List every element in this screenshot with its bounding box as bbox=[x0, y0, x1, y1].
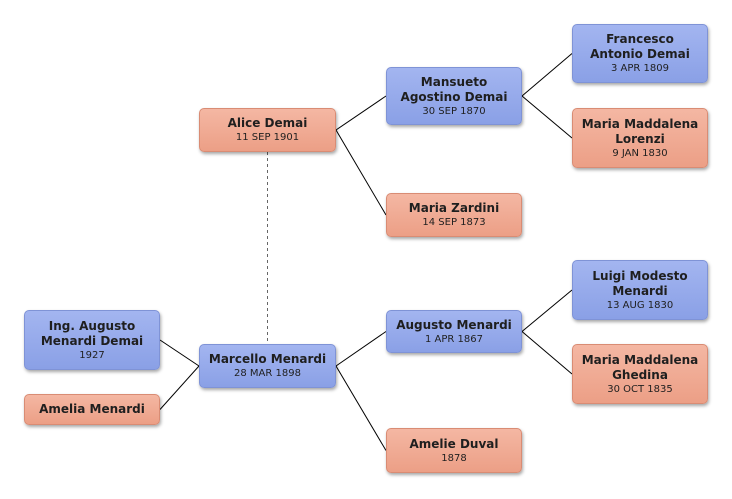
person-name: Alice Demai bbox=[227, 116, 308, 130]
person-name: Marcello Menardi bbox=[208, 352, 327, 366]
person-date: 1927 bbox=[79, 349, 105, 361]
person-box-marcello-menardi[interactable]: Marcello Menardi 28 MAR 1898 bbox=[199, 344, 336, 388]
person-name: Maria Maddalena Lorenzi bbox=[581, 116, 699, 146]
parent-link-marcello-augusto bbox=[335, 331, 387, 367]
parent-link-amelia-marcello bbox=[159, 365, 200, 410]
person-name: Mansueto Agostino Demai bbox=[400, 74, 508, 104]
person-box-luigi-modesto-menardi[interactable]: Luigi Modesto Menardi 13 AUG 1830 bbox=[572, 260, 708, 320]
person-date: 14 SEP 1873 bbox=[422, 217, 486, 228]
person-name: Amelie Duval bbox=[409, 436, 499, 451]
person-box-maria-zardini[interactable]: Maria Zardini 14 SEP 1873 bbox=[386, 193, 522, 237]
person-box-francesco-antonio-demai[interactable]: Francesco Antonio Demai 3 APR 1809 bbox=[572, 24, 708, 83]
person-name: Amelia Menardi bbox=[39, 402, 145, 416]
person-date: 9 JAN 1830 bbox=[612, 147, 668, 159]
parent-link-mansueto-francesco bbox=[521, 53, 573, 97]
person-box-augusto-menardi[interactable]: Augusto Menardi 1 APR 1867 bbox=[386, 310, 522, 353]
person-date: 3 APR 1809 bbox=[611, 63, 669, 74]
parent-link-marcello-amelie bbox=[335, 365, 387, 451]
parent-link-augusto-mariaGhedina bbox=[521, 331, 573, 375]
person-box-alice-demai[interactable]: Alice Demai 11 SEP 1901 bbox=[199, 108, 336, 152]
person-date: 11 SEP 1901 bbox=[235, 132, 300, 143]
person-name: Maria Zardini bbox=[408, 201, 500, 215]
person-name: Ing. Augusto Menardi Demai bbox=[40, 318, 144, 348]
person-name: Augusto Menardi bbox=[396, 317, 512, 332]
parent-link-augustoDemai-marcello bbox=[159, 339, 200, 367]
person-box-mansueto-agostino-demai[interactable]: Mansueto Agostino Demai 30 SEP 1870 bbox=[386, 67, 522, 125]
parent-link-mansueto-mariaLorenzi bbox=[521, 95, 573, 139]
parent-link-augusto-luigi bbox=[521, 289, 573, 332]
person-name: Maria Maddalena Ghedina bbox=[581, 352, 699, 382]
person-name: Luigi Modesto Menardi bbox=[592, 268, 688, 298]
person-date: 13 AUG 1830 bbox=[606, 299, 674, 311]
person-box-ing-augusto-menardi-demai[interactable]: Ing. Augusto Menardi Demai 1927 bbox=[24, 310, 160, 370]
person-date: 30 SEP 1870 bbox=[422, 105, 486, 117]
person-date: 1878 bbox=[441, 452, 467, 464]
person-date: 1 APR 1867 bbox=[425, 333, 483, 345]
person-box-maria-maddalena-lorenzi[interactable]: Maria Maddalena Lorenzi 9 JAN 1830 bbox=[572, 108, 708, 168]
parent-link-alice-mansueto bbox=[335, 95, 387, 131]
person-name: Francesco Antonio Demai bbox=[590, 32, 690, 61]
parent-link-alice-mariaZardini bbox=[335, 129, 387, 216]
person-box-amelie-duval[interactable]: Amelie Duval 1878 bbox=[386, 428, 522, 473]
person-box-amelia-menardi[interactable]: Amelia Menardi bbox=[24, 394, 160, 425]
person-date: 30 OCT 1835 bbox=[607, 383, 673, 395]
person-date: 28 MAR 1898 bbox=[234, 368, 301, 379]
person-box-maria-maddalena-ghedina[interactable]: Maria Maddalena Ghedina 30 OCT 1835 bbox=[572, 344, 708, 404]
